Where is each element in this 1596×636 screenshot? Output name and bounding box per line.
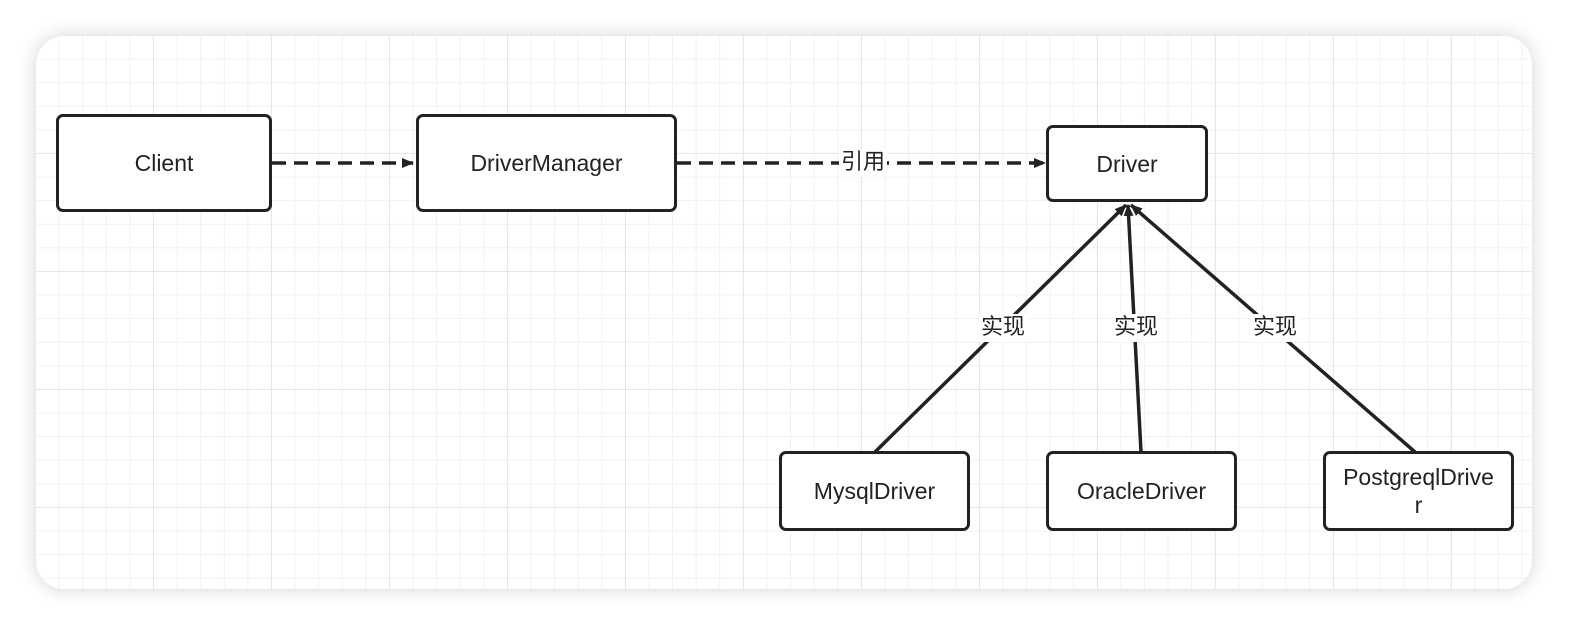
node-driver-label: Driver — [1096, 150, 1158, 177]
node-mysqldriver-label: MysqlDriver — [813, 478, 936, 504]
node-client[interactable]: Client — [56, 114, 272, 212]
node-postgreqldriver[interactable]: PostgreqlDriver — [1323, 451, 1514, 531]
node-drivermanager[interactable]: DriverManager — [416, 114, 677, 212]
node-mysqldriver[interactable]: MysqlDriver — [779, 451, 970, 531]
node-oracledriver-label: OracleDriver — [1076, 478, 1207, 504]
edge-label-implements-mysql: 实现 — [978, 314, 1028, 342]
node-client-label: Client — [134, 150, 194, 176]
edge-label-reference: 引用 — [838, 149, 888, 177]
edge-label-implements-postgreql: 实现 — [1250, 314, 1300, 342]
node-oracledriver[interactable]: OracleDriver — [1046, 451, 1237, 531]
edge-label-implements-oracle: 实现 — [1111, 314, 1161, 342]
node-postgreqldriver-label: PostgreqlDriver — [1343, 464, 1494, 518]
node-drivermanager-label: DriverManager — [470, 150, 623, 176]
diagram-canvas — [36, 36, 1532, 589]
node-driver[interactable]: Driver — [1046, 125, 1208, 202]
